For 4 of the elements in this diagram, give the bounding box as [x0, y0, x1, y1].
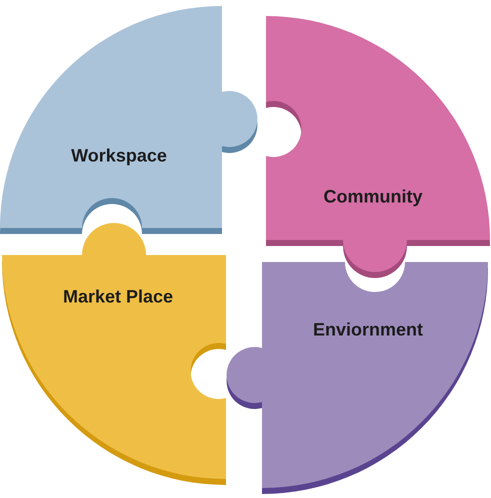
- piece-label: Workspace: [71, 146, 167, 166]
- piece-label: Market Place: [62, 286, 174, 308]
- piece-label: Community: [324, 186, 422, 208]
- piece-label: Enviornment: [313, 320, 423, 340]
